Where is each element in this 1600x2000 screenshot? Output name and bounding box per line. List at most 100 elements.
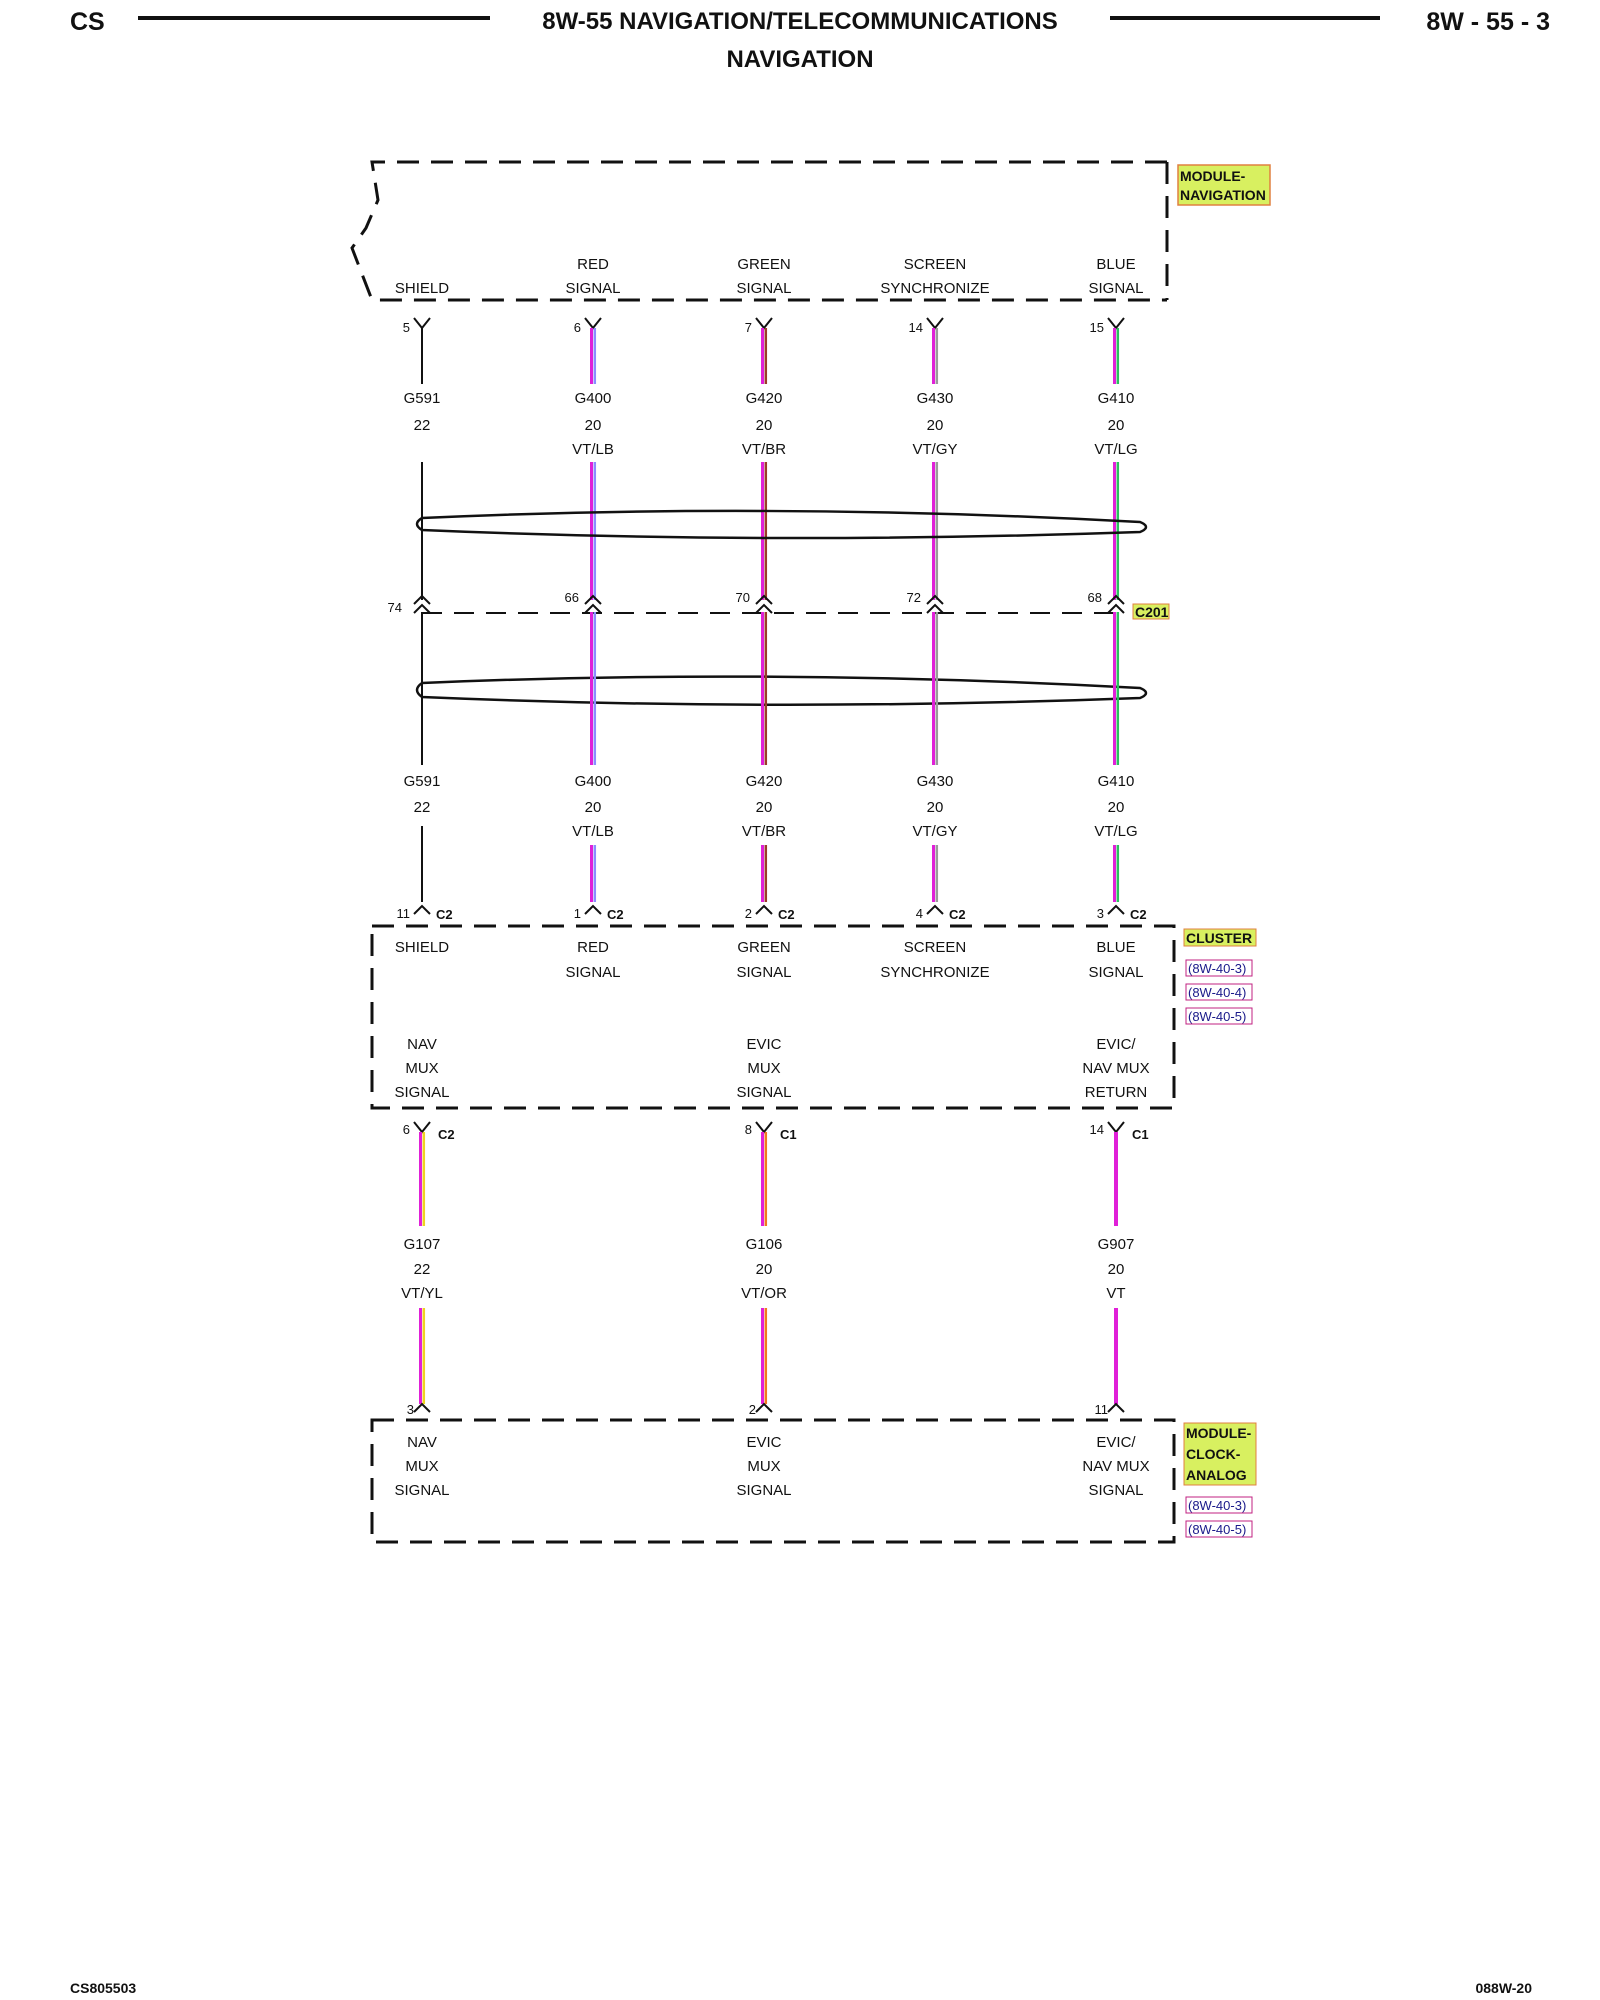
clock-ref-text: (8W-40-5) — [1188, 1522, 1246, 1537]
cluster-top-pin-number: 2 — [745, 906, 752, 921]
cluster-pin-label: RED — [577, 939, 609, 956]
wire-color-label: VT/BR — [742, 823, 786, 840]
wire-gauge-label: 22 — [414, 1261, 431, 1278]
clock-ref-link[interactable] — [1185, 1520, 1253, 1538]
wire-color-label: VT/BR — [742, 441, 786, 458]
clock-module-outline — [370, 1418, 1176, 1544]
clock-pin-label: MUX — [747, 1458, 780, 1475]
clock-pin-label: NAV MUX — [1082, 1458, 1149, 1475]
wire-color-label: VT/GY — [912, 823, 957, 840]
nav-pin-number: 15 — [1090, 320, 1104, 335]
cluster-bottom-pin-number: 8 — [745, 1122, 752, 1137]
nav-pin-number: 14 — [909, 320, 923, 335]
c201-female-terminal — [413, 603, 431, 614]
clock-pin-label: SIGNAL — [736, 1482, 791, 1499]
wire-color-label: VT/LG — [1094, 441, 1137, 458]
c201-male-terminal — [1107, 594, 1125, 605]
wire-circuit-label: G430 — [917, 390, 954, 407]
nav-pin-label: SCREEN — [904, 256, 967, 273]
clock-terminal — [413, 1402, 431, 1413]
clock-pin-label: SIGNAL — [1088, 1482, 1143, 1499]
wire-circuit-label: G107 — [404, 1236, 441, 1253]
cluster-ref-link[interactable] — [1185, 983, 1253, 1001]
page-title: 8W-55 NAVIGATION/TELECOMMUNICATIONS — [542, 8, 1058, 35]
clock-tag-box[interactable] — [1183, 1422, 1257, 1486]
wire-circuit-label: G410 — [1098, 773, 1135, 790]
nav-pin-label: RED — [577, 256, 609, 273]
cluster-bottom-pin-number: 14 — [1090, 1122, 1104, 1137]
cluster-top-terminal — [755, 904, 773, 915]
cluster-ref-link[interactable] — [1185, 959, 1253, 977]
cluster-pin-label: SIGNAL — [565, 964, 620, 981]
clock-terminal — [755, 1402, 773, 1413]
wire-circuit-label: G591 — [404, 390, 441, 407]
cluster-top-pin-number: 11 — [397, 906, 411, 921]
cluster-bottom-connector-name: C2 — [438, 1127, 455, 1142]
clock-ref-link[interactable] — [1185, 1496, 1253, 1514]
cluster-bottom-label: NAV MUX — [1082, 1060, 1149, 1077]
c201-tag-box[interactable] — [1132, 603, 1170, 620]
cluster-ref-text: (8W-40-5) — [1188, 1009, 1246, 1024]
clock-pin-number: 11 — [1095, 1402, 1109, 1417]
cluster-module-outline — [370, 924, 1176, 1110]
cluster-pin-label: BLUE — [1096, 939, 1135, 956]
wire-circuit-label: G400 — [575, 773, 612, 790]
c201-female-terminal — [584, 603, 602, 614]
header-rule-left — [138, 16, 490, 20]
cluster-top-terminal — [1107, 904, 1125, 915]
wire-color-label: VT — [1106, 1285, 1125, 1302]
cluster-bottom-label: RETURN — [1085, 1084, 1148, 1101]
cluster-bottom-label: MUX — [747, 1060, 780, 1077]
c201-female-terminal — [926, 603, 944, 614]
c201-male-terminal — [755, 594, 773, 605]
wire-gauge-label: 20 — [585, 799, 602, 816]
wire-gauge-label: 20 — [1108, 1261, 1125, 1278]
nav-terminal — [1107, 317, 1125, 330]
cluster-top-connector-name: C2 — [607, 907, 624, 922]
clock-pin-label: EVIC/ — [1096, 1434, 1136, 1451]
wire-color-label: VT/LB — [572, 441, 614, 458]
nav-pin-label: BLUE — [1096, 256, 1135, 273]
shield-braid-lower — [415, 675, 1148, 707]
c201-pin-number: 74 — [388, 600, 402, 615]
wire-circuit-label: G420 — [746, 773, 783, 790]
nav-module-tag-box[interactable] — [1177, 164, 1271, 206]
nav-terminal — [413, 317, 431, 330]
cluster-bottom-label: NAV — [407, 1036, 437, 1053]
clock-tag-line: MODULE- — [1186, 1425, 1252, 1441]
cluster-bottom-label: MUX — [405, 1060, 438, 1077]
cluster-top-terminal — [584, 904, 602, 915]
cluster-ref-link[interactable] — [1185, 1007, 1253, 1025]
footer-figure-code: 088W-20 — [1475, 1980, 1532, 1996]
wire-circuit-label: G591 — [404, 773, 441, 790]
nav-module-tag-line: NAVIGATION — [1180, 187, 1266, 203]
clock-pin-label: SIGNAL — [394, 1482, 449, 1499]
cluster-bottom-label: SIGNAL — [394, 1084, 449, 1101]
nav-pin-label: SIGNAL — [736, 280, 791, 297]
cluster-pin-label: SCREEN — [904, 939, 967, 956]
cluster-bottom-terminal — [755, 1121, 773, 1134]
cluster-bottom-terminal — [1107, 1121, 1125, 1134]
clock-pin-label: EVIC — [746, 1434, 781, 1451]
nav-terminal — [755, 317, 773, 330]
wire-gauge-label: 22 — [414, 799, 431, 816]
wire-color-label: VT/GY — [912, 441, 957, 458]
nav-pin-number: 7 — [745, 320, 752, 335]
cluster-bottom-connector-name: C1 — [780, 1127, 797, 1142]
page-number: 8W - 55 - 3 — [1426, 8, 1550, 36]
clock-pin-number: 2 — [749, 1402, 756, 1417]
c201-name: C201 — [1135, 604, 1169, 620]
cluster-tag-box[interactable] — [1183, 928, 1257, 947]
nav-pin-label: SYNCHRONIZE — [880, 280, 989, 297]
nav-terminal — [584, 317, 602, 330]
wire-gauge-label: 20 — [756, 417, 773, 434]
cluster-top-connector-name: C2 — [949, 907, 966, 922]
wire-circuit-label: G106 — [746, 1236, 783, 1253]
c201-male-terminal — [926, 594, 944, 605]
wire-gauge-label: 20 — [927, 799, 944, 816]
c201-female-terminal — [1107, 603, 1125, 614]
nav-module-tag-line: MODULE- — [1180, 168, 1246, 184]
c201-pin-number: 68 — [1088, 590, 1102, 605]
cluster-top-connector-name: C2 — [1130, 907, 1147, 922]
